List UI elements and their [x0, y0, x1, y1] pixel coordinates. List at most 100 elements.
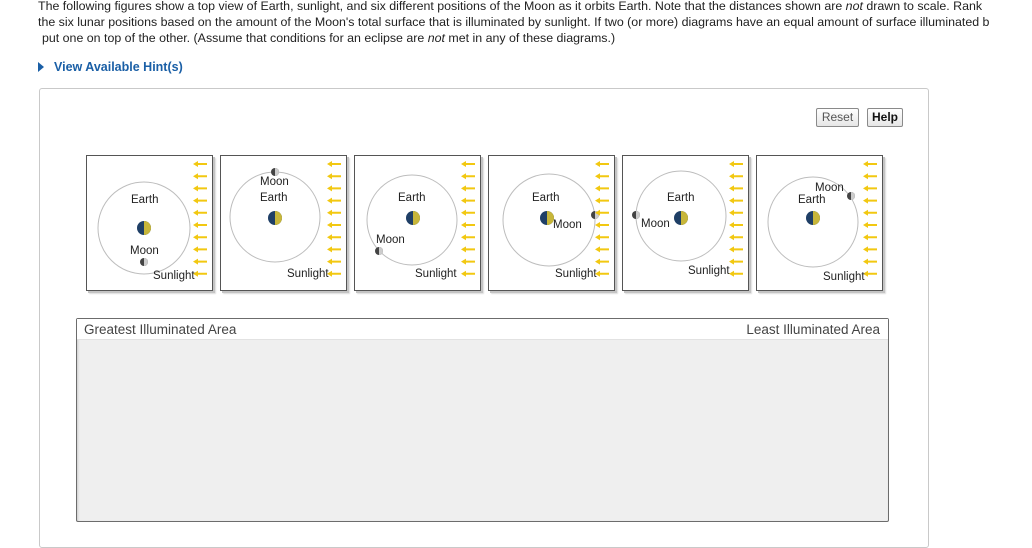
earth-icon	[137, 221, 151, 235]
least-illuminated-label: Least Illuminated Area	[746, 322, 880, 337]
sunlight-arrow-icon	[193, 197, 207, 204]
sunlight-arrow-icon	[595, 209, 609, 216]
sunlight-arrow-icon	[193, 270, 207, 277]
sunlight-label: Sunlight	[415, 268, 457, 280]
sunlight-arrow-icon	[863, 209, 877, 216]
moon-position-card-4[interactable]: Earth Moon Sunlight	[488, 155, 615, 291]
reset-button[interactable]: Reset	[816, 108, 859, 127]
moon-label: Moon	[553, 219, 582, 231]
sunlight-arrows	[595, 161, 609, 277]
sunlight-arrow-icon	[327, 185, 341, 192]
sunlight-arrow-icon	[461, 185, 475, 192]
sunlight-arrow-icon	[461, 197, 475, 204]
sunlight-arrow-icon	[327, 246, 341, 253]
orbit-ring	[366, 174, 458, 266]
sunlight-arrow-icon	[729, 209, 743, 216]
sunlight-arrow-icon	[595, 161, 609, 167]
moon-position-card-1[interactable]: Earth Moon Sunlight	[86, 155, 213, 291]
orbit-diagram	[632, 161, 743, 277]
sunlight-label: Sunlight	[153, 270, 195, 282]
sunlight-arrow-icon	[461, 246, 475, 253]
sunlight-arrow-icon	[863, 197, 877, 204]
sunlight-arrow-icon	[863, 234, 877, 241]
earth-icon	[268, 211, 282, 225]
sunlight-arrows	[327, 161, 341, 277]
sunlight-arrow-icon	[595, 234, 609, 241]
sunlight-arrow-icon	[327, 209, 341, 216]
sunlight-arrow-icon	[461, 222, 475, 228]
moon-position-card-2[interactable]: Moon Earth Sunlight	[220, 155, 347, 291]
orbit-diagram	[97, 161, 207, 277]
moon-position-card-6[interactable]: Moon Earth Sunlight	[756, 155, 883, 291]
sunlight-arrow-icon	[327, 234, 341, 241]
moon-icon	[140, 258, 148, 266]
sunlight-arrow-icon	[461, 161, 475, 167]
moon-position-card-3[interactable]: Earth Moon Sunlight	[354, 155, 481, 291]
sunlight-arrow-icon	[461, 270, 475, 277]
sunlight-arrow-icon	[863, 173, 877, 180]
sunlight-arrow-icon	[595, 270, 609, 277]
question-line-2: the six lunar positions based on the amo…	[38, 15, 990, 29]
sunlight-arrow-icon	[193, 222, 207, 228]
sunlight-arrow-icon	[193, 161, 207, 167]
moon-icon	[375, 247, 383, 255]
sunlight-arrow-icon	[327, 258, 341, 265]
earth-label: Earth	[798, 194, 826, 206]
sunlight-arrow-icon	[461, 209, 475, 216]
sunlight-arrow-icon	[863, 270, 877, 277]
view-hints-label: View Available Hint(s)	[54, 60, 183, 74]
sunlight-arrows	[863, 161, 877, 277]
ranking-header-bar	[77, 319, 888, 340]
orbit-diagram	[366, 161, 475, 277]
sunlight-arrows	[193, 161, 207, 277]
sunlight-arrow-icon	[595, 173, 609, 180]
sunlight-arrow-icon	[327, 270, 341, 277]
earth-icon	[806, 211, 820, 225]
sunlight-arrow-icon	[863, 222, 877, 228]
moon-label: Moon	[130, 245, 159, 257]
sunlight-label: Sunlight	[287, 268, 329, 280]
sunlight-arrow-icon	[729, 197, 743, 204]
sunlight-arrow-icon	[595, 222, 609, 228]
sunlight-arrow-icon	[863, 246, 877, 253]
sunlight-arrow-icon	[863, 258, 877, 265]
orbit-diagram	[229, 161, 341, 277]
moon-icon	[632, 211, 640, 219]
earth-icon	[540, 211, 554, 225]
earth-label: Earth	[398, 192, 426, 204]
view-hints-toggle[interactable]: View Available Hint(s)	[38, 60, 183, 74]
sunlight-arrow-icon	[327, 197, 341, 204]
sunlight-arrow-icon	[461, 173, 475, 180]
moon-label: Moon	[376, 234, 405, 246]
orbit-ring	[502, 173, 596, 267]
sunlight-arrow-icon	[327, 161, 341, 167]
orbit-ring	[97, 181, 191, 275]
ranking-drop-zone[interactable]: Greatest Illuminated Area Least Illumina…	[76, 318, 889, 522]
sunlight-arrow-icon	[595, 185, 609, 192]
question-text: The following figures show a top view of…	[38, 0, 1032, 46]
earth-icon	[674, 211, 688, 225]
sunlight-arrow-icon	[193, 209, 207, 216]
earth-icon	[406, 211, 420, 225]
moon-position-card-5[interactable]: Earth Moon Sunlight	[622, 155, 749, 291]
orbit-diagram	[767, 161, 877, 277]
sunlight-arrows	[461, 161, 475, 277]
moon-icon	[271, 168, 279, 176]
sunlight-arrow-icon	[193, 234, 207, 241]
sunlight-arrow-icon	[729, 173, 743, 180]
moon-label: Moon	[815, 182, 844, 194]
sunlight-label: Sunlight	[555, 268, 597, 280]
sunlight-arrow-icon	[595, 246, 609, 253]
sunlight-arrow-icon	[729, 234, 743, 241]
earth-label: Earth	[667, 192, 695, 204]
earth-label: Earth	[131, 194, 159, 206]
sunlight-arrow-icon	[193, 185, 207, 192]
sunlight-arrows	[729, 161, 743, 277]
orbit-diagram	[502, 161, 609, 277]
sunlight-label: Sunlight	[688, 265, 730, 277]
sunlight-arrow-icon	[595, 197, 609, 204]
sunlight-arrow-icon	[461, 234, 475, 241]
sunlight-arrow-icon	[595, 258, 609, 265]
sunlight-arrow-icon	[327, 222, 341, 228]
help-button[interactable]: Help	[867, 108, 903, 127]
